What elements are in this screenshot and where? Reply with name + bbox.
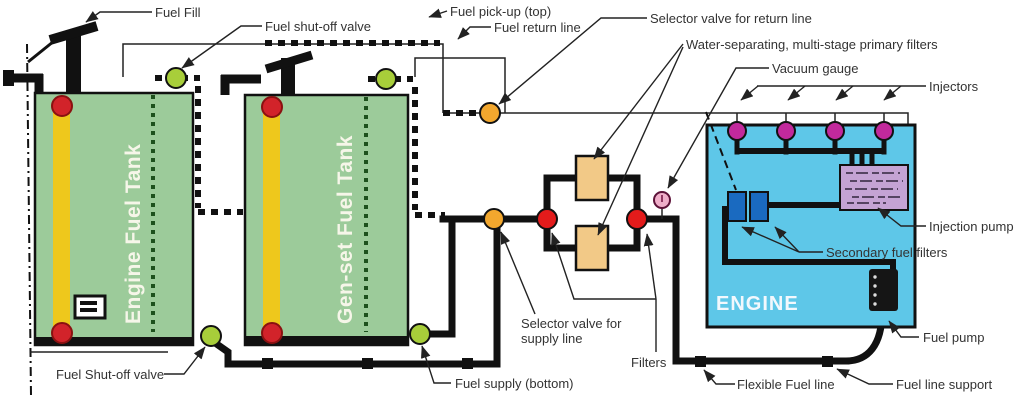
fuel-shut-off-valve-genset-bottom: [409, 323, 431, 345]
engine-cut-line: [705, 111, 737, 191]
fuel-shut-off-valve-engine-bottom: [200, 325, 222, 347]
fuel-level-bar: [53, 112, 70, 330]
fuel-shut-off-valve-engine-top: [165, 67, 187, 89]
vacuum-gauge: [653, 191, 671, 219]
filter-valve-right: [626, 208, 648, 230]
fuel-return-line: [122, 43, 909, 125]
engine-label: ENGINE: [716, 293, 799, 315]
engine-tank-fuel-fill-pipe: [48, 21, 99, 93]
supply-line-selector-valve: [483, 208, 505, 230]
fuel-line-supports: [262, 356, 833, 369]
label-leaders: [85, 8, 926, 385]
tank-port-bottom: [51, 322, 73, 344]
gen-set-tank-fuel-fill-pipe: [264, 50, 314, 95]
filter-valve-left: [536, 208, 558, 230]
injector-2: [776, 121, 796, 141]
tank-drain-icon: [73, 294, 107, 320]
fuel-pickup-dashed-line: [155, 40, 486, 218]
tank-base: [35, 337, 193, 346]
engine-tank-vent-pipe: [3, 70, 44, 93]
fuel-pump: [869, 269, 898, 311]
injection-pump: [839, 164, 909, 211]
primary-filter-bottom: [574, 224, 610, 272]
engine-block: ENGINE: [705, 111, 917, 329]
tank-port-bottom: [261, 322, 283, 344]
gen-set-fuel-tank-label: Gen-set Fuel Tank: [334, 135, 357, 324]
engine-fuel-tank: Engine Fuel Tank: [33, 91, 195, 347]
fuel-shut-off-valve-genset-top: [375, 68, 397, 90]
bulkhead-dashed-line: [26, 43, 32, 397]
fuel-level-bar: [263, 113, 280, 330]
tank-port-top: [51, 95, 73, 117]
gen-set-tank-vent-pipe: [220, 74, 261, 95]
engine-internal-piping: [722, 137, 896, 271]
tank-base: [245, 336, 408, 345]
primary-filter-top: [574, 154, 610, 202]
secondary-fuel-filters: [727, 191, 769, 222]
tank-port-top: [261, 96, 283, 118]
injector-4: [874, 121, 894, 141]
injector-1: [727, 121, 747, 141]
gen-set-fuel-tank: Gen-set Fuel Tank: [243, 93, 410, 347]
engine-fuel-tank-label: Engine Fuel Tank: [122, 144, 145, 324]
injector-3: [825, 121, 845, 141]
injectors: [727, 121, 894, 141]
return-line-selector-valve: [479, 102, 501, 124]
